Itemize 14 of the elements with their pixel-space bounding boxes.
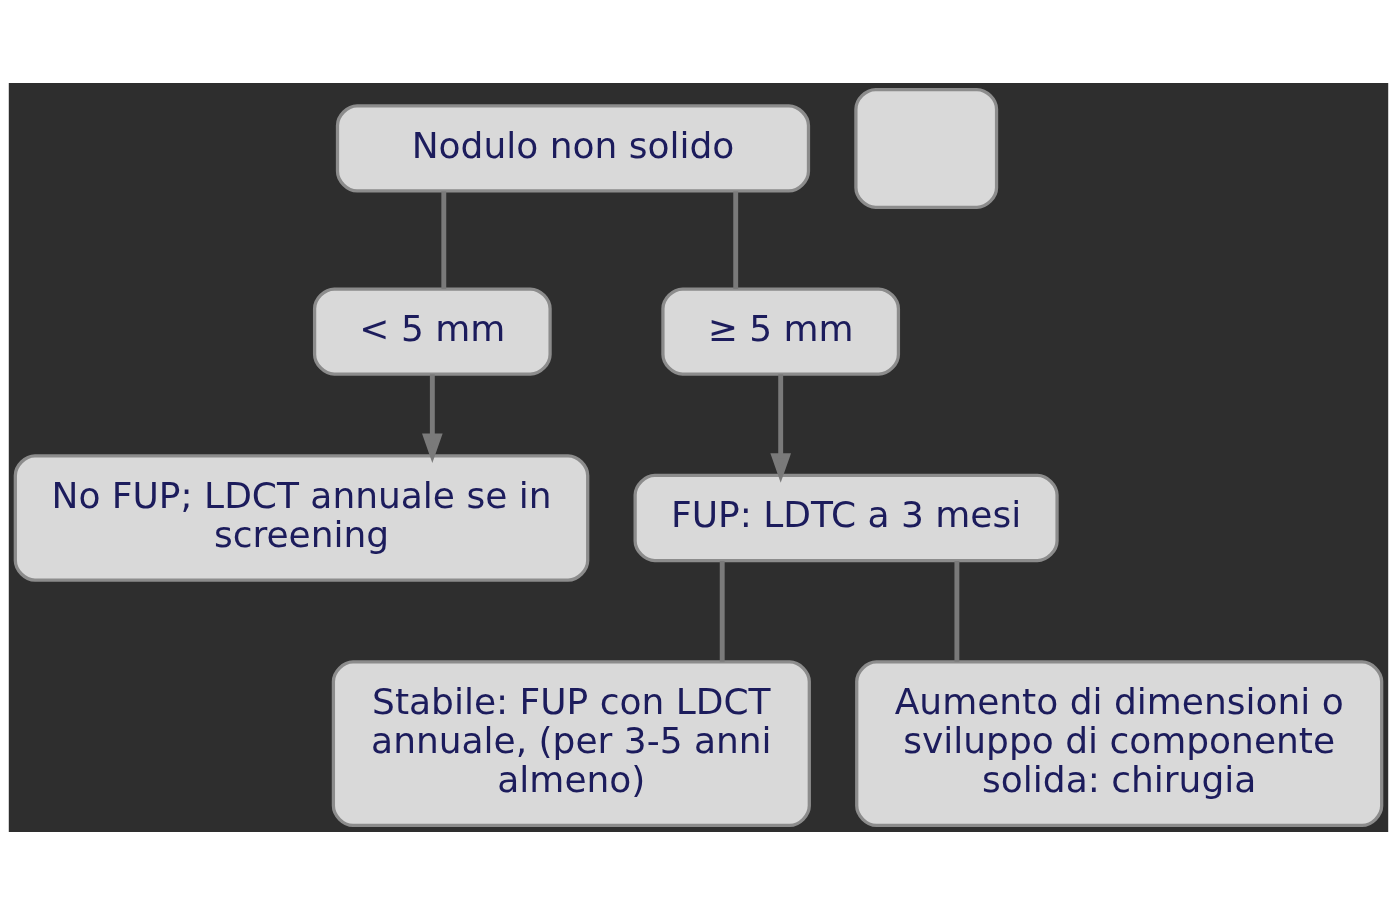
node-box	[854, 87, 999, 209]
node-box: Nodulo non solido	[335, 103, 811, 193]
node-box: Stabile: FUP con LDCT annuale, (per 3-5 anni almeno)	[331, 659, 811, 827]
node-box: FUP: LDTC a 3 mesi	[633, 473, 1059, 562]
node-box: < 5 mm	[312, 286, 552, 376]
arrow	[422, 373, 443, 463]
arrow	[770, 373, 791, 483]
node-box: ≥ 5 mm	[661, 286, 901, 376]
connector	[441, 190, 447, 289]
node-box: No FUP; LDCT annuale se in screening	[13, 453, 590, 582]
connector	[719, 560, 725, 662]
connector	[954, 560, 960, 662]
node-box: Aumento di dimensioni o sviluppo di componente solida: chirugia	[855, 659, 1384, 827]
connector	[733, 190, 739, 289]
